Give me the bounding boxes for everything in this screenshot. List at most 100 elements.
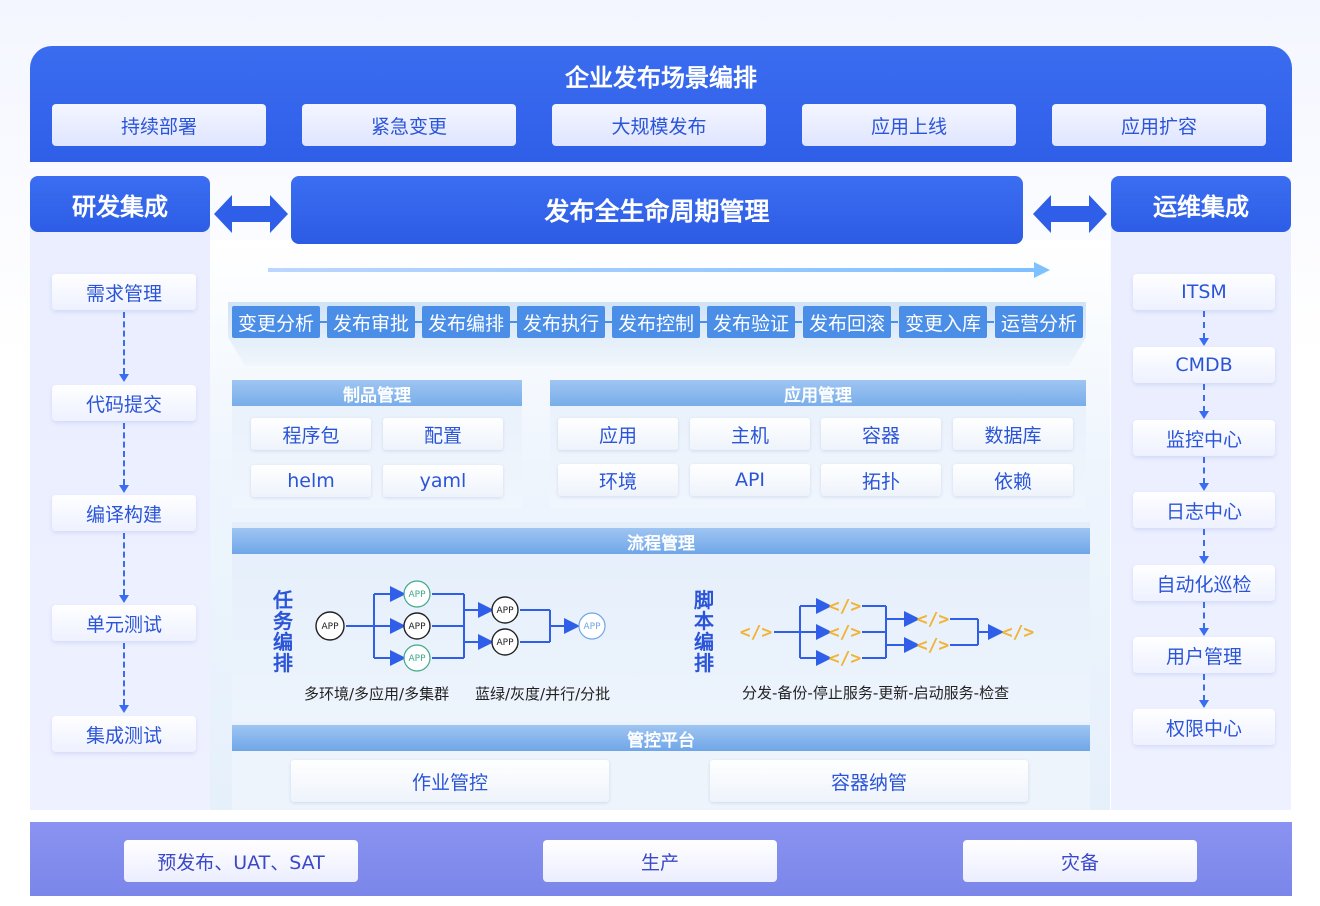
ops-connector-5 (1203, 602, 1205, 629)
stage-link (320, 321, 327, 323)
product-item-4: yaml (383, 465, 503, 497)
control-item-2: 容器纳管 (710, 760, 1028, 802)
app-node-green (403, 644, 431, 672)
scene-chip-4: 应用上线 (802, 104, 1016, 146)
lifecycle-title: 发布全生命周期管理 (291, 176, 1023, 244)
code-icon: </> (917, 609, 950, 630)
ops-item-5: 自动化巡检 (1133, 565, 1275, 601)
ops-item-4: 日志中心 (1133, 492, 1275, 528)
app-panel-title: 应用管理 (550, 380, 1086, 406)
control-item-1: 作业管控 (291, 760, 609, 802)
app-node-green (403, 580, 431, 608)
progress-arrow (268, 268, 1038, 272)
task-orchestration-text: 任务编排 (273, 588, 293, 675)
dev-connector-3 (123, 533, 125, 595)
stage-link (795, 321, 802, 323)
app-item-8: 依赖 (953, 464, 1073, 496)
scene-chip-3: 大规模发布 (552, 104, 766, 146)
code-icon: </> (829, 596, 862, 617)
environment-item-1: 预发布、UAT、SAT (124, 840, 358, 882)
right-double-arrow-icon (1033, 195, 1107, 233)
ops-connector-3 (1203, 457, 1205, 484)
product-panel-title: 制品管理 (232, 380, 522, 406)
ops-connector-6 (1203, 674, 1205, 701)
script-orchestration-text: 脚本编排 (694, 588, 714, 675)
code-icon: </> (829, 622, 862, 643)
stage-3: 发布编排 (422, 306, 510, 338)
app-node-label: APP (408, 622, 426, 632)
task-orchestration-label: 任务编排 (271, 590, 295, 674)
ops-item-3: 监控中心 (1133, 420, 1275, 456)
ops-item-6: 用户管理 (1133, 637, 1275, 673)
app-node-label: APP (496, 606, 514, 616)
dev-item-4: 单元测试 (52, 605, 196, 641)
stage-5: 发布控制 (612, 306, 700, 338)
control-platform-title: 管控平台 (232, 725, 1090, 751)
script-orchestration-label: 脚本编排 (692, 590, 716, 674)
app-item-7: 拓扑 (821, 464, 941, 496)
ops-arrow-1 (1199, 338, 1209, 346)
stage-link (987, 321, 994, 323)
stage-link (605, 321, 612, 323)
ops-arrow-5 (1199, 628, 1209, 636)
stage-8: 变更入库 (899, 306, 987, 338)
stage-link (891, 321, 898, 323)
app-item-5: 环境 (558, 464, 678, 496)
script-flow-diagram: </> </> </> </> </> </> </> (740, 596, 1035, 669)
ops-integration-title: 运维集成 (1111, 176, 1291, 232)
app-item-1: 应用 (558, 418, 678, 450)
ops-arrow-6 (1199, 700, 1209, 708)
app-item-6: API (690, 464, 810, 496)
stage-link (700, 321, 707, 323)
app-item-3: 容器 (821, 418, 941, 450)
task-caption-2: 蓝绿/灰度/并行/分批 (475, 685, 611, 703)
stage-link (510, 321, 517, 323)
code-icon: </> (917, 635, 950, 656)
app-node-start (315, 611, 345, 641)
environment-item-2: 生产 (543, 840, 777, 882)
stage-1: 变更分析 (232, 306, 320, 338)
app-node-label: APP (408, 654, 426, 664)
app-item-2: 主机 (690, 418, 810, 450)
app-node-label: APP (408, 590, 426, 600)
scene-banner-title: 企业发布场景编排 (565, 64, 757, 92)
script-caption: 分发-备份-停止服务-更新-启动服务-检查 (742, 684, 1010, 702)
dev-item-2: 代码提交 (52, 385, 196, 421)
app-node-dark (491, 596, 519, 624)
ops-arrow-3 (1199, 483, 1209, 491)
dev-connector-4 (123, 643, 125, 705)
ops-connector-2 (1203, 384, 1205, 412)
ops-item-1: ITSM (1133, 274, 1275, 310)
stage-2: 发布审批 (327, 306, 415, 338)
task-caption-1: 多环境/多应用/多集群 (304, 685, 450, 703)
scene-chip-1: 持续部署 (52, 104, 266, 146)
dev-integration-title: 研发集成 (30, 176, 210, 232)
dev-arrow-4 (119, 705, 129, 713)
ops-arrow-4 (1199, 556, 1209, 564)
dev-arrow-1 (119, 374, 129, 382)
dev-item-5: 集成测试 (52, 716, 196, 752)
stage-6: 发布验证 (707, 306, 795, 338)
product-item-3: helm (251, 465, 371, 497)
dev-arrow-3 (119, 595, 129, 603)
ops-arrow-2 (1199, 411, 1209, 419)
dev-connector-2 (123, 423, 125, 485)
app-node-dark (491, 628, 519, 656)
ops-connector-1 (1203, 311, 1205, 339)
dev-arrow-2 (119, 485, 129, 493)
stage-7: 发布回滚 (803, 306, 891, 338)
code-icon: </> (1002, 622, 1035, 643)
ops-item-7: 权限中心 (1133, 709, 1275, 745)
ops-item-2: CMDB (1133, 347, 1275, 383)
code-icon: </> (740, 622, 773, 643)
task-flow-diagram: APP APP APP APP APP APP APP (315, 580, 606, 672)
scene-chip-5: 应用扩容 (1052, 104, 1266, 146)
process-panel-title: 流程管理 (232, 528, 1090, 554)
ops-connector-4 (1203, 529, 1205, 557)
stage-4: 发布执行 (517, 306, 605, 338)
stage-9: 运营分析 (995, 306, 1083, 338)
progress-arrow-head (1034, 262, 1050, 278)
app-node-label: APP (496, 638, 514, 648)
left-double-arrow-icon (214, 195, 288, 233)
app-item-4: 数据库 (953, 418, 1073, 450)
